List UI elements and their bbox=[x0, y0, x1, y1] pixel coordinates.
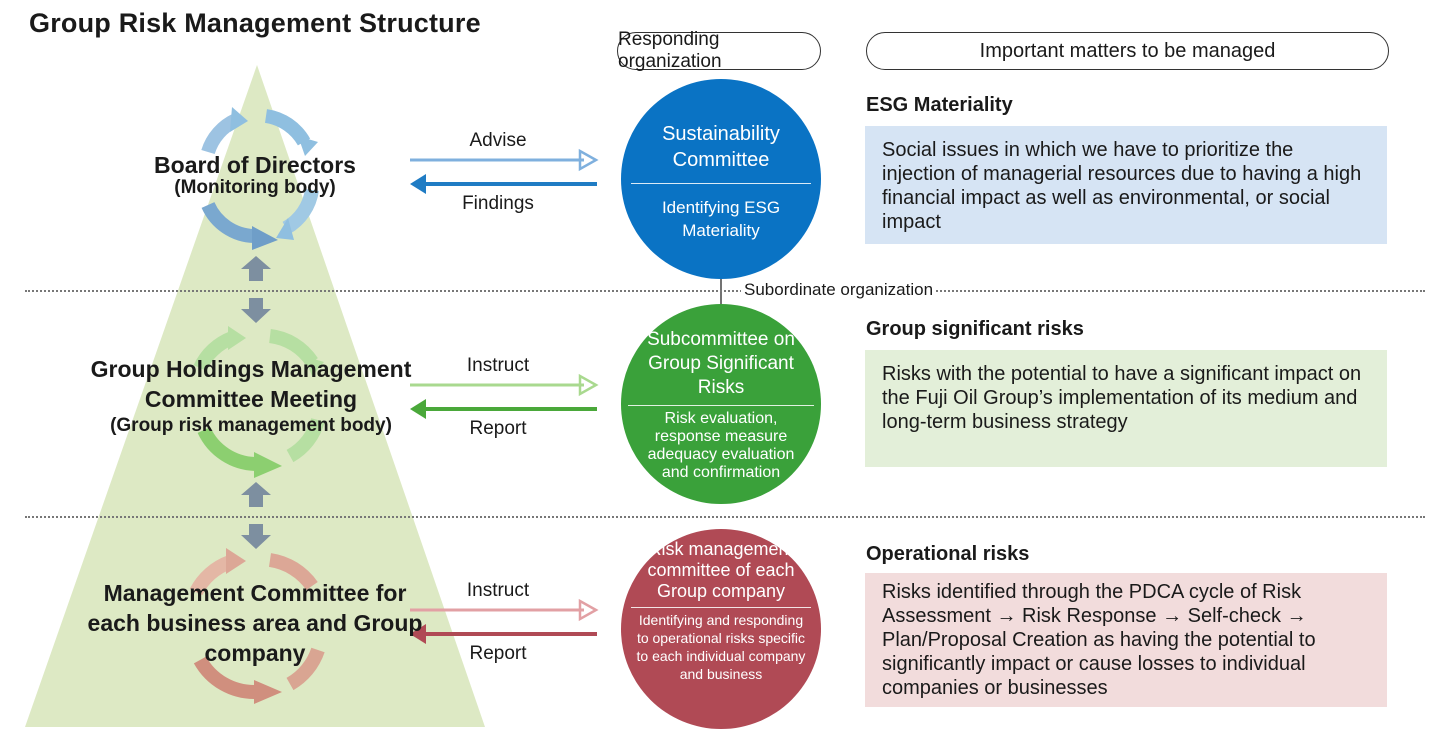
circle-divider bbox=[631, 607, 811, 608]
circle-divider bbox=[631, 183, 811, 184]
operational-risks-box: Risks identified through the PDCA cycle … bbox=[865, 573, 1387, 707]
instruct-label: Instruct bbox=[466, 355, 530, 376]
down-arrow-icon bbox=[241, 298, 271, 323]
report-label: Report bbox=[469, 643, 527, 664]
risk-pyramid bbox=[25, 65, 485, 727]
level-name: Management Committee for each business a… bbox=[87, 580, 423, 666]
up-arrow-icon bbox=[241, 482, 271, 507]
board-of-directors-label: Board of Directors (Monitoring body) bbox=[115, 150, 395, 200]
important-matters-header: Important matters to be managed bbox=[866, 32, 1389, 70]
right-arrow-icon bbox=[410, 148, 599, 172]
level-name: Group Holdings Management Committee Meet… bbox=[90, 356, 412, 412]
group-holdings-committee-label: Group Holdings Management Committee Meet… bbox=[76, 354, 426, 438]
circle-divider bbox=[628, 405, 814, 406]
left-arrow-icon bbox=[410, 399, 597, 419]
right-arrow-icon bbox=[410, 598, 599, 622]
operational-risks-heading: Operational risks bbox=[866, 543, 1030, 565]
page-title: Group Risk Management Structure bbox=[29, 8, 481, 38]
management-committee-label: Management Committee for each business a… bbox=[85, 578, 425, 668]
group-significant-risks-heading: Group significant risks bbox=[866, 318, 1084, 340]
subcommittee-group-significant-risks-circle: Subcommittee on Group Significant Risks … bbox=[621, 304, 821, 504]
level-role: (Monitoring body) bbox=[174, 177, 336, 198]
down-arrow-icon bbox=[241, 524, 271, 549]
circle-description: Identifying ESG Materiality bbox=[661, 198, 781, 240]
right-arrow-icon bbox=[410, 373, 599, 397]
sustainability-committee-circle: Sustainability Committee Identifying ESG… bbox=[621, 79, 821, 279]
left-arrow-icon bbox=[410, 174, 597, 194]
circle-title: Sustainability Committee bbox=[662, 123, 780, 171]
esg-materiality-box: Social issues in which we have to priori… bbox=[865, 126, 1387, 244]
left-arrow-icon bbox=[410, 624, 597, 644]
level-role: (Group risk management body) bbox=[110, 415, 392, 436]
advise-label: Advise bbox=[469, 130, 527, 151]
group-significant-risks-box: Risks with the potential to have a signi… bbox=[865, 350, 1387, 467]
level-separator bbox=[25, 516, 1425, 518]
esg-materiality-heading: ESG Materiality bbox=[866, 94, 1013, 116]
up-arrow-icon bbox=[241, 256, 271, 281]
subordinate-organization-label: Subordinate organization bbox=[741, 280, 937, 300]
instruct-label: Instruct bbox=[466, 580, 530, 601]
report-label: Report bbox=[469, 418, 527, 439]
circle-title: Risk management committee of each Group … bbox=[647, 539, 795, 601]
findings-label: Findings bbox=[462, 193, 534, 214]
cycle-arrows-icon bbox=[189, 548, 325, 704]
risk-management-committee-circle: Risk management committee of each Group … bbox=[621, 529, 821, 729]
circle-description: Risk evaluation, response measure adequa… bbox=[647, 410, 795, 481]
cycle-arrows-icon bbox=[201, 107, 319, 250]
level-separator bbox=[25, 290, 1425, 292]
cycle-arrows-icon bbox=[193, 326, 325, 478]
responding-organization-header: Responding organization bbox=[617, 29, 821, 72]
circle-description: Identifying and responding to operationa… bbox=[636, 612, 806, 682]
level-name: Board of Directors bbox=[154, 152, 356, 178]
circle-title: Subcommittee on Group Significant Risks bbox=[647, 329, 795, 398]
